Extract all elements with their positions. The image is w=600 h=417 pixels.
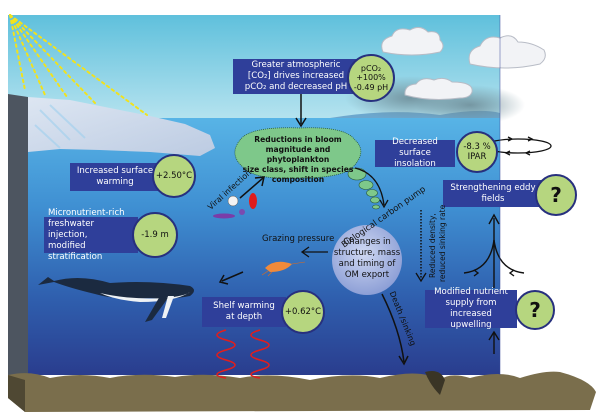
- seafloor-ridge: [425, 371, 445, 395]
- eddy-question: ?: [550, 183, 562, 207]
- eddy-bubble: ?: [535, 174, 577, 216]
- om-line-4: OM export: [344, 270, 390, 280]
- grazing-pressure-label: Grazing pressure: [262, 234, 335, 244]
- freshwater-line-1: Micronutrient-rich: [48, 207, 125, 218]
- insolation-bubble-line-2: IPAR: [467, 152, 487, 162]
- upwelling-arrows: [463, 213, 525, 354]
- reduced-density-label-2: reduced sinking rate: [438, 204, 447, 282]
- insolation-line-1: Decreased surface: [392, 137, 438, 158]
- whale-arrow: [221, 271, 244, 282]
- co2-line-2: [CO₂] drives increased: [247, 71, 345, 81]
- upwelling-question: ?: [529, 298, 541, 322]
- surface-warming-bubble: +2.50°C: [152, 154, 196, 198]
- sun-rays: [9, 14, 148, 116]
- phyto-line-3: size class, shift in species: [242, 165, 354, 174]
- upwelling-line-3: increased upwelling: [450, 309, 492, 330]
- freshwater-value: -1.9 m: [141, 230, 169, 240]
- insolation-box: Decreased surface insolation: [375, 137, 455, 169]
- insolation-line-2: insolation: [394, 159, 436, 169]
- insolation-bubble: -8.3 % IPAR: [456, 131, 498, 173]
- phyto-line-2: magnitude and phytoplankton: [265, 145, 331, 164]
- warming-line-2: warming: [96, 177, 134, 187]
- surface-warming-value: +2.50°C: [155, 171, 193, 181]
- om-line-1: Changes in: [343, 237, 391, 247]
- co2-line-1: Greater atmospheric: [251, 60, 341, 70]
- co2-line-3: pCO₂ and decreased pH: [244, 82, 348, 92]
- sinking-arrow: [354, 167, 385, 206]
- viral-arrow: [239, 177, 264, 199]
- co2-bubble-line-2: +100%: [356, 73, 386, 83]
- upwelling-line-1: Modified nutrient: [434, 287, 508, 297]
- co2-bubble-line-3: -0.49 pH: [353, 82, 389, 92]
- om-export-text: Changes in structure, mass and timing of…: [333, 237, 401, 281]
- freshwater-line-2: freshwater injection,: [48, 218, 95, 240]
- heat-waves: [216, 329, 270, 379]
- sinking-particles: [347, 167, 380, 210]
- om-line-3: and timing of: [338, 259, 396, 269]
- clouds: [381, 26, 546, 100]
- whale: [38, 277, 194, 322]
- krill: [261, 261, 306, 277]
- ice-sheet: [28, 97, 215, 156]
- seafloor-side: [8, 375, 25, 412]
- shelf-warming-box: Shelf warming at depth: [202, 297, 286, 327]
- eddy-line-2: fields: [481, 193, 505, 204]
- upwelling-line-2: supply from: [445, 298, 497, 308]
- phyto-line-4: composition: [271, 175, 325, 184]
- death-sinking-arrow: [381, 293, 405, 363]
- freshwater-bubble: -1.9 m: [132, 212, 178, 258]
- shelf-line-2: at depth: [225, 312, 263, 322]
- shelf-warming-bubble: +0.62°C: [281, 290, 325, 334]
- eddy-line-1: Strengthening eddy: [450, 182, 536, 193]
- co2-bubble-line-1: pCO₂: [360, 63, 382, 73]
- freshwater-box: Micronutrient-rich freshwater injection,…: [44, 208, 138, 262]
- seafloor: [8, 371, 596, 412]
- microbes: [213, 193, 257, 219]
- surface-warming-box: Increased surface warming: [70, 163, 160, 191]
- cliff-side: [8, 94, 28, 400]
- om-export-circle: [332, 225, 402, 295]
- eddy-fields-box: Strengthening eddy fields: [443, 180, 543, 207]
- phytoplankton-blob: [234, 127, 362, 179]
- co2-driver-box: Greater atmospheric [CO₂] drives increas…: [233, 59, 359, 94]
- shelf-line-1: Shelf warming: [213, 301, 275, 311]
- om-line-2: structure, mass: [333, 248, 401, 258]
- phyto-line-1: Reductions in bloom: [254, 135, 342, 144]
- phytoplankton-text: Reductions in bloom magnitude and phytop…: [236, 135, 360, 185]
- warming-line-1: Increased surface: [76, 166, 154, 176]
- co2-value-bubble: pCO₂ +100% -0.49 pH: [347, 54, 395, 102]
- ice-crack: [34, 104, 86, 149]
- shelf-warming-value: +0.62°C: [284, 307, 322, 317]
- upwelling-box: Modified nutrient supply from increased …: [425, 287, 517, 330]
- freshwater-line-3: modified stratification: [48, 240, 103, 262]
- insolation-bubble-line-1: -8.3 %: [463, 142, 491, 152]
- reduced-density-label-1: Reduced density,: [428, 213, 437, 278]
- upwelling-bubble: ?: [515, 290, 555, 330]
